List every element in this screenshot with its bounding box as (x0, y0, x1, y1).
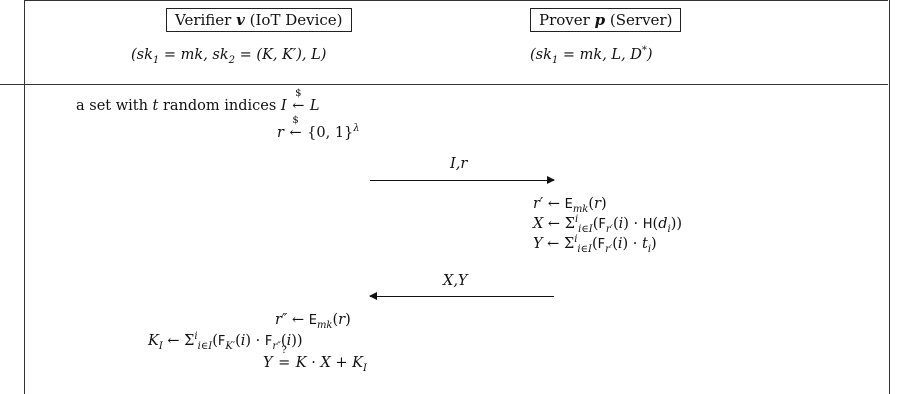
arrow1-label: I,r (450, 156, 468, 172)
random-r-line: r $← {0, 1}λ (277, 115, 360, 141)
top-rule (24, 0, 888, 1)
protocol-frame (24, 0, 890, 394)
verifier-label: Verifier (175, 11, 232, 29)
verifier-keys: (sk1 = mk, sk2 = (K, K′), L) (131, 47, 327, 66)
verifier-box: Verifier v (IoT Device) (166, 8, 352, 32)
index-set-line: a set with t random indices I $← L (76, 88, 320, 114)
prover-qualifier: (Server) (609, 11, 673, 29)
prover-y: Y ← Σii∈I(Fr′(i) · ti) (533, 234, 657, 255)
prover-symbol: p (594, 11, 606, 29)
prover-label: Prover (539, 11, 590, 29)
verifier-k-i: KI ← Σii∈I(FK′(i) · Fr″(i)) (148, 331, 303, 352)
arrow-to-verifier (369, 292, 554, 300)
header-rule (0, 84, 888, 85)
prover-box: Prover p (Server) (530, 8, 682, 32)
arrow-to-prover (370, 176, 555, 184)
verifier-r-double-prime: r″ ← Emk(r) (275, 312, 351, 331)
arrow2-label: X,Y (443, 273, 468, 289)
prover-keys: (sk1 = mk, L, D*) (530, 45, 653, 66)
verifier-check: Y ?= K · X + KI (263, 345, 367, 374)
prover-r-prime: r′ ← Emk(r) (533, 196, 607, 215)
verifier-symbol: v (236, 11, 245, 29)
verifier-qualifier: (IoT Device) (249, 11, 343, 29)
prover-x: X ← Σii∈I(Fr′(i) · H(di)) (533, 214, 683, 235)
